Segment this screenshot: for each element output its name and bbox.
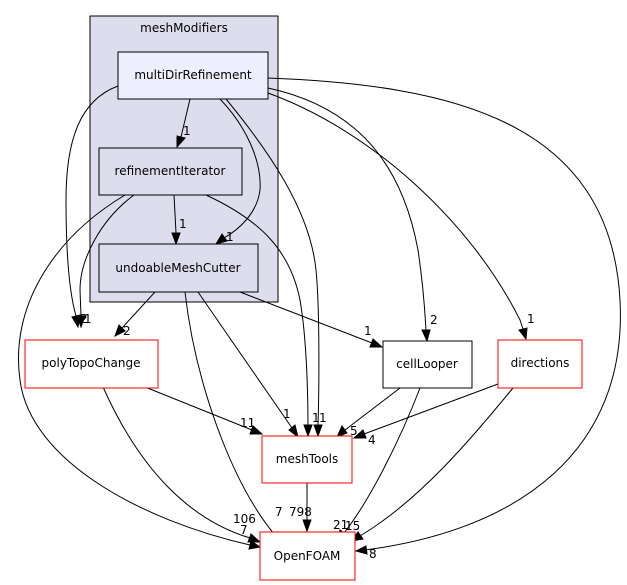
svg-text:1: 1 [527, 312, 535, 326]
edge-ri-ptc[interactable]: 1 [76, 194, 135, 329]
svg-text:4: 4 [368, 433, 376, 447]
svg-text:2: 2 [123, 324, 131, 338]
svg-text:1: 1 [226, 230, 234, 244]
node-label: meshTools [276, 452, 339, 466]
edge-mdr-of[interactable]: 8 [267, 77, 621, 561]
edge-mdr-ri[interactable]: 1 [176, 98, 191, 149]
node-refinementIterator[interactable]: refinementIterator [98, 147, 243, 196]
node-box [98, 243, 259, 293]
svg-text:21: 21 [333, 518, 348, 532]
node-polyTopoChange[interactable]: polyTopoChange [24, 339, 159, 389]
edge-umc-cl[interactable]: 1 [239, 291, 384, 348]
node-label: undoableMeshCutter [115, 261, 240, 275]
node-box [24, 339, 159, 389]
edge-mdr-umc[interactable]: 1 [214, 98, 261, 245]
node-label: OpenFOAM [274, 549, 341, 563]
edge-cl-mt[interactable]: 5 [336, 387, 401, 438]
svg-text:1: 1 [179, 217, 187, 231]
svg-text:15: 15 [345, 519, 360, 533]
edge-mdr-cl[interactable]: 2 [267, 87, 438, 343]
edge-ri-of[interactable]: 7 [18, 194, 262, 550]
svg-text:1: 1 [312, 411, 320, 425]
edge-ptc-mt[interactable]: 11 [144, 386, 264, 435]
node-box [497, 339, 583, 389]
edge-dir-mt[interactable]: 4 [352, 383, 499, 447]
edge-umc-ptc[interactable]: 2 [114, 291, 156, 338]
node-label: refinementIterator [115, 164, 226, 178]
node-multiDirRefinement[interactable]: multiDirRefinement [117, 51, 269, 100]
node-meshTools[interactable]: meshTools [261, 435, 353, 484]
svg-text:8: 8 [369, 547, 377, 561]
svg-text:1: 1 [84, 312, 92, 326]
svg-text:798: 798 [289, 505, 312, 519]
node-box [382, 340, 473, 389]
svg-text:1: 1 [319, 411, 327, 425]
edge-umc-mt[interactable]: 1 [197, 291, 299, 439]
edge-mdr-mt[interactable]: 1 [225, 98, 327, 438]
node-OpenFOAM[interactable]: OpenFOAM [259, 531, 356, 581]
node-label: multiDirRefinement [134, 68, 252, 82]
nodes: multiDirRefinement refinementIterator un… [24, 51, 583, 581]
svg-text:2: 2 [430, 313, 438, 327]
edge-ri-umc[interactable]: 1 [171, 194, 187, 246]
node-undoableMeshCutter[interactable]: undoableMeshCutter [98, 243, 259, 293]
node-label: polyTopoChange [42, 356, 141, 370]
node-box [259, 531, 356, 581]
svg-text:7: 7 [275, 505, 283, 519]
node-box [117, 51, 269, 100]
node-label: cellLooper [396, 357, 458, 371]
svg-text:11: 11 [240, 416, 255, 430]
edge-ptc-of[interactable]: 106 [102, 386, 262, 543]
edge-umc-of[interactable]: 7 [184, 291, 283, 545]
svg-text:5: 5 [350, 424, 358, 438]
node-box [261, 435, 353, 484]
cluster-label: meshModifiers [140, 21, 228, 35]
edge-mt-of[interactable]: 798 [289, 483, 312, 533]
svg-text:1: 1 [283, 407, 291, 421]
svg-text:1: 1 [364, 324, 372, 338]
node-label: directions [511, 356, 570, 370]
edge-ri-mt[interactable]: 1 [205, 194, 320, 438]
node-box [98, 147, 243, 196]
edge-mdr-dir[interactable]: 1 [267, 92, 535, 341]
svg-text:7: 7 [240, 523, 248, 537]
svg-text:1: 1 [183, 124, 191, 138]
node-cellLooper[interactable]: cellLooper [382, 340, 473, 389]
svg-text:106: 106 [233, 512, 256, 526]
node-directions[interactable]: directions [497, 339, 583, 389]
edges: 1 1 2 1 2 1 [18, 77, 621, 561]
